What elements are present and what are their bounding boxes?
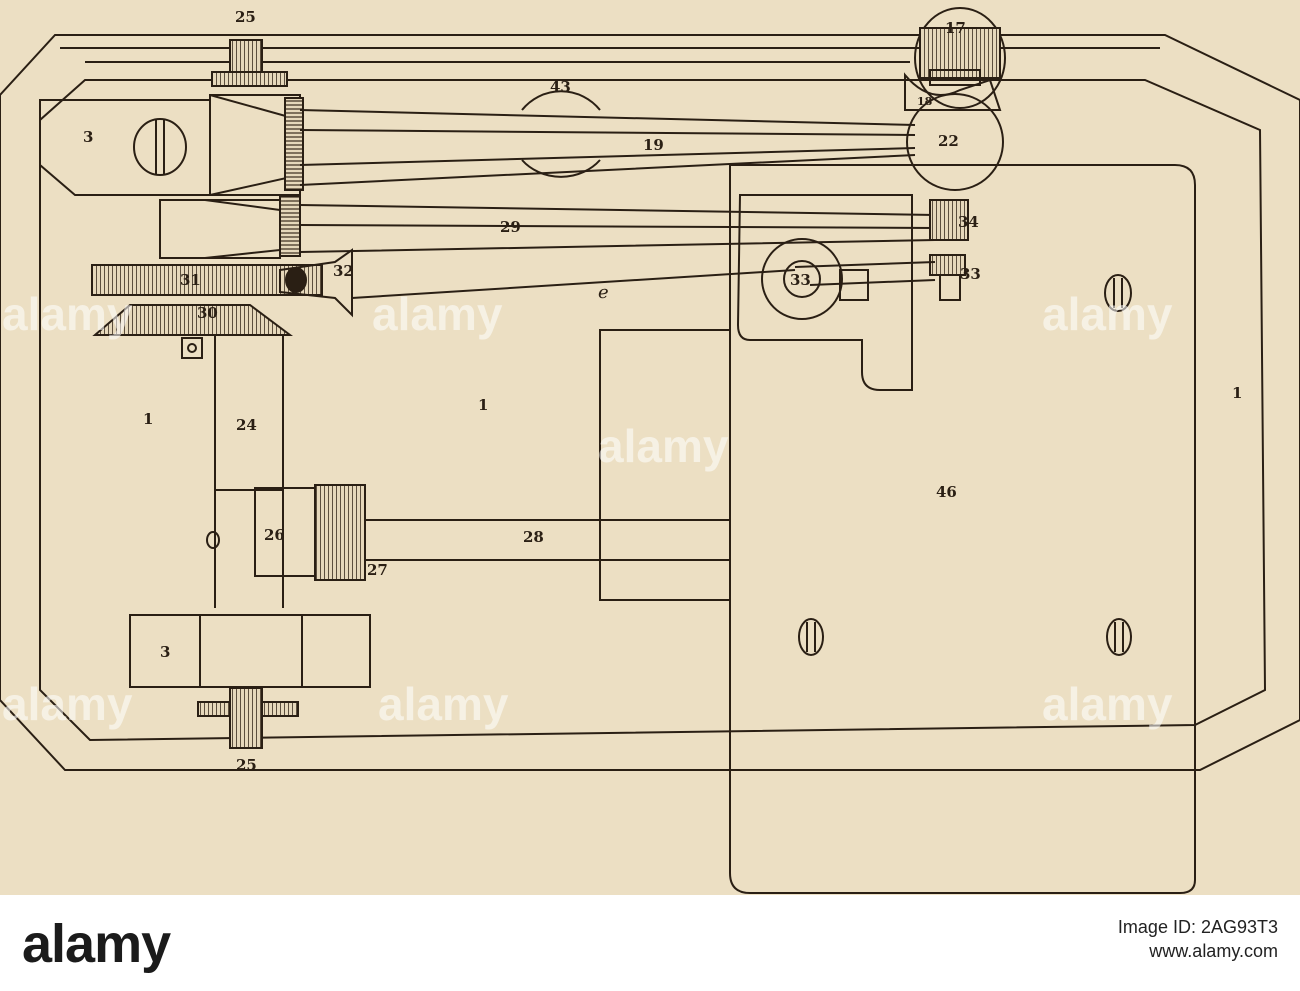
engraving-figure: 25 17 18 43 3 19 22 29 34 31 32 33 33 e … — [0, 0, 1300, 895]
label-19: 19 — [643, 136, 664, 154]
wheel-33 — [761, 238, 843, 320]
label-30: 30 — [197, 304, 218, 322]
screw-right — [1104, 274, 1132, 312]
spindle-25-top — [229, 39, 263, 76]
label-3-bottom: 3 — [160, 643, 170, 661]
rod-28 — [364, 519, 731, 561]
circle-43 — [521, 90, 601, 178]
base-plate-inner — [39, 79, 1267, 742]
label-17: 17 — [945, 19, 966, 37]
plate-46 — [729, 164, 1196, 894]
watermark-text-4: alamy — [598, 420, 729, 472]
label-25-top: 25 — [235, 8, 256, 26]
label-31: 31 — [180, 271, 201, 289]
label-26: 26 — [264, 526, 285, 544]
label-18: 18 — [917, 95, 933, 108]
footer-bar — [0, 895, 1300, 991]
part-27 — [314, 484, 366, 581]
label-1-left: 1 — [143, 410, 153, 428]
watermark-group: alamy alamy alamy alamy alamy alamy alam… — [2, 288, 1173, 730]
bracket-33 — [736, 194, 913, 391]
label-22: 22 — [938, 132, 959, 150]
site-url: www.alamy.com — [1149, 941, 1278, 961]
base-plate-outer — [0, 34, 1300, 771]
screw-bottom-right — [1106, 618, 1132, 656]
arm-19 — [299, 109, 916, 186]
inner-panel — [599, 329, 731, 601]
label-32: 32 — [333, 262, 354, 280]
watermark-text-2: alamy — [372, 288, 503, 340]
label-33-wheel: 33 — [790, 271, 811, 289]
watermark-text-7: alamy — [1042, 678, 1173, 730]
watermark-text-6: alamy — [378, 678, 509, 730]
watermark-text-5: alamy — [2, 678, 133, 730]
label-29: 29 — [500, 218, 521, 236]
label-34: 34 — [958, 213, 979, 231]
image-id-text: Image ID: 2AG93T3 www.alamy.com — [1018, 915, 1278, 963]
watermark-text-1: alamy — [2, 288, 133, 340]
drum-17 — [914, 7, 1006, 109]
label-1-right: 1 — [1232, 384, 1242, 402]
image-id-label: Image ID: 2AG93T3 — [1117, 917, 1278, 937]
alamy-logo: alamy — [22, 914, 171, 974]
arm-29 — [299, 204, 936, 253]
block-3-top — [39, 99, 211, 196]
mechanism-diagram: 25 17 18 43 3 19 22 29 34 31 32 33 33 e … — [0, 7, 1300, 894]
label-25-bottom: 25 — [236, 756, 257, 774]
wheel-22 — [906, 93, 1004, 191]
label-e: e — [598, 282, 609, 303]
shaft-24 — [214, 334, 284, 491]
label-43: 43 — [550, 78, 571, 96]
block-29 — [159, 199, 281, 259]
label-24: 24 — [236, 416, 257, 434]
label-1-middle: 1 — [478, 396, 488, 414]
screw-bottom-left — [798, 618, 824, 656]
label-3-top: 3 — [83, 128, 93, 146]
label-46: 46 — [936, 483, 957, 501]
label-28: 28 — [523, 528, 544, 546]
knob-32 — [279, 248, 353, 318]
label-33-right: 33 — [960, 265, 981, 283]
label-27: 27 — [367, 561, 388, 579]
watermark-text-3: alamy — [1042, 288, 1173, 340]
